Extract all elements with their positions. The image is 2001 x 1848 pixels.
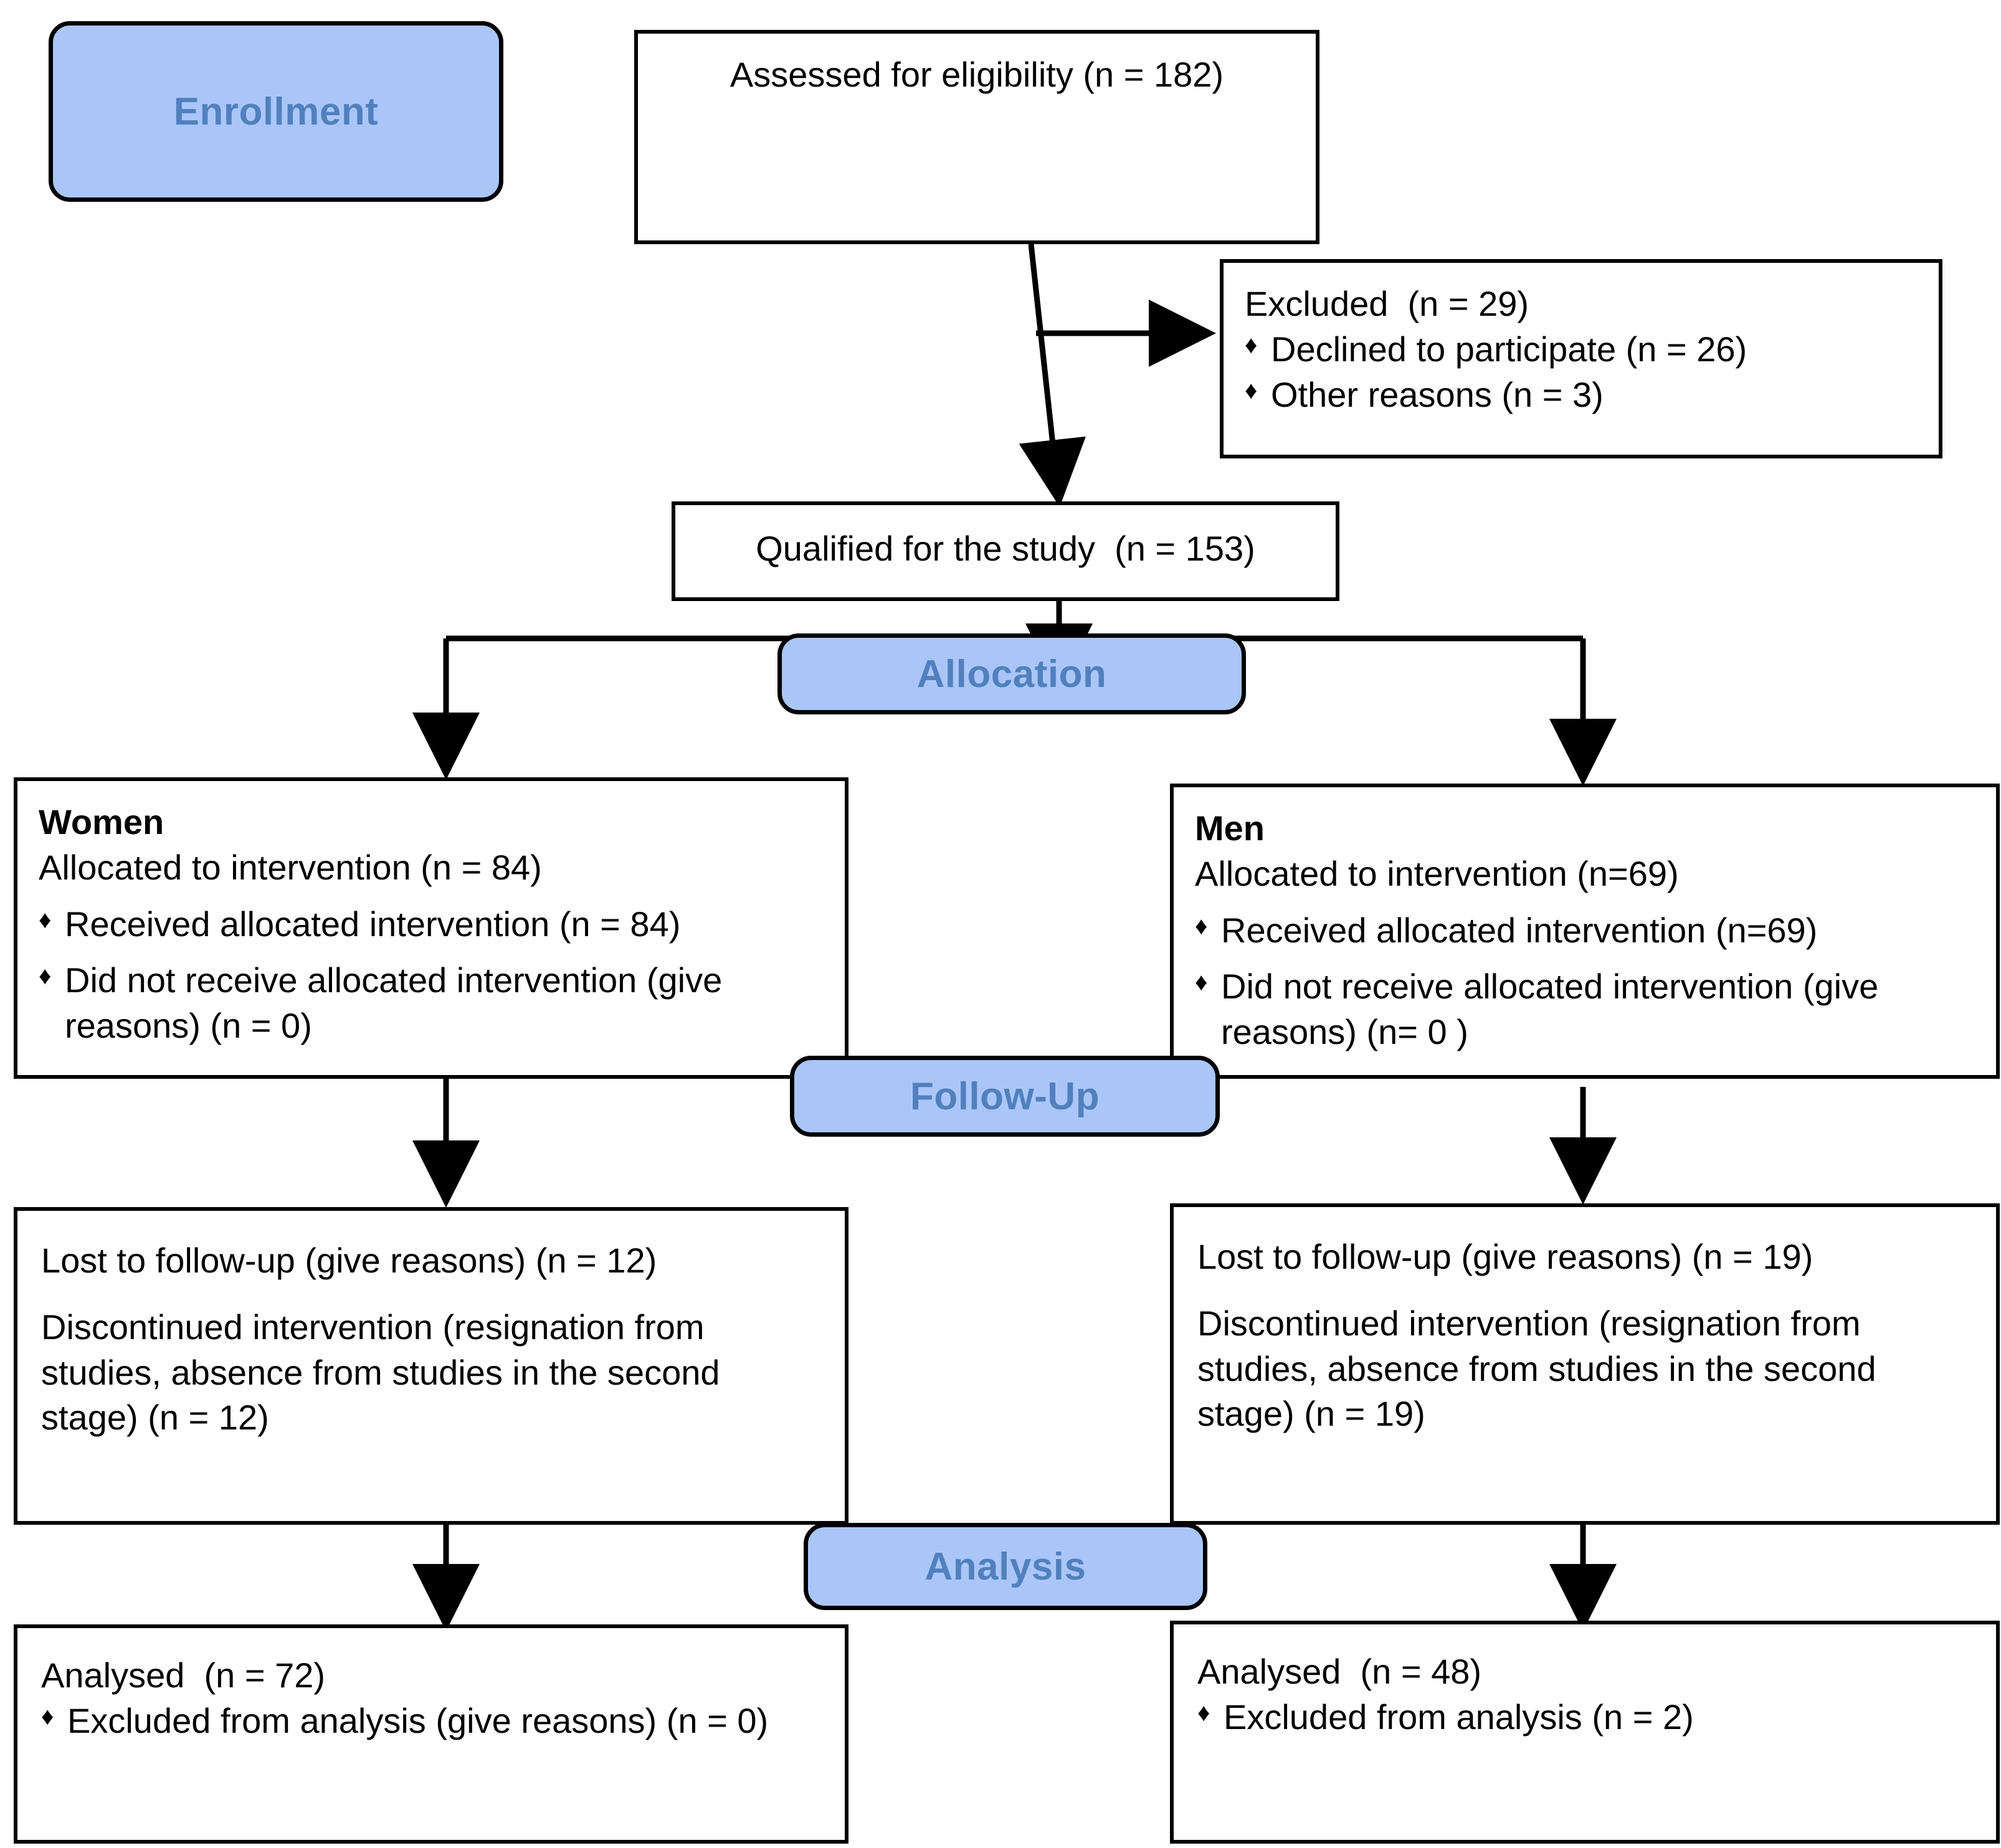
phase-label-enrollment-text: Enrollment <box>173 90 379 133</box>
women-allocation-bullet-2: ♦ Did not receive allocated intervention… <box>39 958 824 1049</box>
women-allocation-heading: Women <box>39 802 164 841</box>
diamond-bullet-icon: ♦ <box>1245 331 1258 359</box>
excluded-bullet-2-text: Other reasons (n = 3) <box>1271 374 1604 414</box>
women-analysis-bullet-1-text: Excluded from analysis (give reasons) (n… <box>67 1700 769 1740</box>
node-excluded: Excluded (n = 29) ♦ Declined to particip… <box>1220 259 1942 458</box>
women-analysis-heading: Analysed (n = 72) <box>41 1656 326 1695</box>
qualified-text: Qualified for the study (n = 153) <box>756 529 1255 568</box>
men-followup-line-1: Lost to follow-up (give reasons) (n = 19… <box>1197 1237 1813 1276</box>
women-followup-line-1: Lost to follow-up (give reasons) (n = 12… <box>41 1241 657 1280</box>
connector-assessed-to-qualified <box>1019 244 1086 507</box>
phase-label-follow-up-text: Follow-Up <box>910 1074 1100 1118</box>
men-allocation-bullet-2-text: Did not receive allocated intervention (… <box>1221 967 1888 1052</box>
phase-label-analysis-text: Analysis <box>924 1545 1086 1588</box>
diamond-bullet-icon: ♦ <box>1197 1699 1210 1727</box>
diamond-bullet-icon: ♦ <box>1245 376 1258 404</box>
phase-label-follow-up: Follow-Up <box>790 1056 1220 1137</box>
assessed-text: Assessed for eligibility (n = 182) <box>730 55 1224 94</box>
diamond-bullet-icon: ♦ <box>41 1702 54 1730</box>
spacer <box>41 1284 821 1305</box>
excluded-bullet-2: ♦ Other reasons (n = 3) <box>1245 372 1918 418</box>
node-women-allocation: Women Allocated to intervention (n = 84)… <box>14 777 848 1079</box>
men-allocation-bullet-1-text: Received allocated intervention (n=69) <box>1221 910 1818 950</box>
node-men-analysis: Analysed (n = 48) ♦ Excluded from analys… <box>1170 1621 2000 1844</box>
women-allocation-bullet-1-text: Received allocated intervention (n = 84) <box>65 904 681 944</box>
men-followup-line-2: Discontinued intervention (resignation f… <box>1197 1303 1886 1434</box>
node-men-allocation: Men Allocated to intervention (n=69) ♦ R… <box>1170 784 2000 1079</box>
phase-label-enrollment: Enrollment <box>49 21 503 202</box>
excluded-bullet-1: ♦ Declined to participate (n = 26) <box>1245 327 1918 372</box>
phase-label-allocation-text: Allocation <box>916 652 1107 696</box>
excluded-heading: Excluded (n = 29) <box>1245 284 1529 323</box>
men-analysis-bullet-1: ♦ Excluded from analysis (n = 2) <box>1197 1695 1972 1740</box>
men-allocation-bullet-2: ♦ Did not receive allocated intervention… <box>1195 964 1975 1055</box>
men-allocation-bullet-1: ♦ Received allocated intervention (n=69) <box>1195 908 1975 954</box>
diamond-bullet-icon: ♦ <box>1195 912 1208 940</box>
women-allocation-bullet-1: ♦ Received allocated intervention (n = 8… <box>39 902 824 947</box>
women-allocation-line: Allocated to intervention (n = 84) <box>39 847 542 887</box>
diamond-bullet-icon: ♦ <box>39 962 52 990</box>
men-allocation-heading: Men <box>1195 808 1265 848</box>
women-allocation-bullet-2-text: Did not receive allocated intervention (… <box>65 960 732 1046</box>
node-qualified-for-study: Qualified for the study (n = 153) <box>672 501 1339 601</box>
node-women-followup: Lost to follow-up (give reasons) (n = 12… <box>14 1207 848 1525</box>
node-assessed-for-eligibility: Assessed for eligibility (n = 182) <box>634 30 1319 244</box>
women-followup-line-2: Discontinued intervention (resignation f… <box>41 1307 730 1438</box>
node-women-analysis: Analysed (n = 72) ♦ Excluded from analys… <box>14 1624 848 1844</box>
women-analysis-bullet-1: ♦ Excluded from analysis (give reasons) … <box>41 1699 821 1744</box>
phase-label-analysis: Analysis <box>804 1523 1207 1610</box>
spacer <box>1197 1280 1972 1301</box>
diamond-bullet-icon: ♦ <box>1195 969 1208 997</box>
diamond-bullet-icon: ♦ <box>39 906 52 934</box>
men-analysis-heading: Analysed (n = 48) <box>1197 1652 1482 1691</box>
node-men-followup: Lost to follow-up (give reasons) (n = 19… <box>1170 1203 2000 1525</box>
excluded-bullet-1-text: Declined to participate (n = 26) <box>1271 329 1747 369</box>
men-analysis-bullet-1-text: Excluded from analysis (n = 2) <box>1224 1697 1694 1737</box>
men-allocation-line: Allocated to intervention (n=69) <box>1195 853 1679 893</box>
phase-label-allocation: Allocation <box>777 633 1246 714</box>
